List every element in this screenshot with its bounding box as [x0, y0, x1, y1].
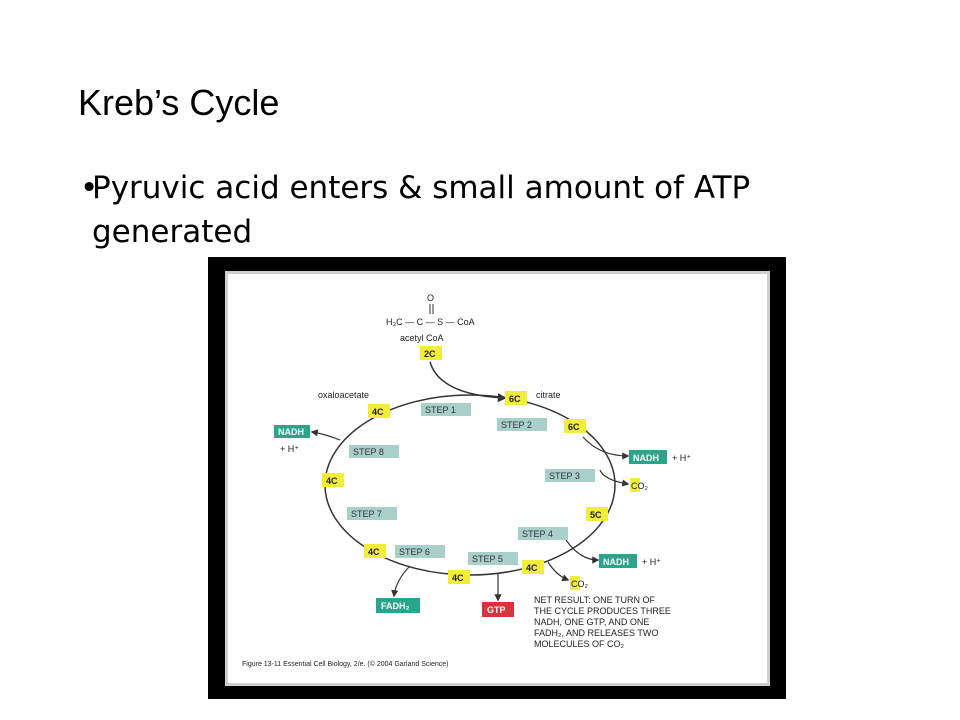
figure-caption: Figure 13-11 Essential Cell Biology, 2/e…: [242, 660, 448, 668]
svg-text:4C: 4C: [526, 563, 538, 573]
nadh-badge-right-2: NADH: [599, 554, 637, 568]
carbon-node-4c-oxaloacetate: 4C: [368, 404, 390, 418]
h-plus-right-1: + H⁺: [672, 453, 691, 463]
svg-text:NADH: NADH: [278, 427, 304, 437]
nadh-badge-left: NADH: [274, 425, 310, 438]
svg-text:6C: 6C: [509, 394, 521, 404]
step-6-label: STEP 6: [395, 545, 445, 558]
co2-arrow-2: [547, 561, 570, 582]
svg-text:STEP 4: STEP 4: [522, 529, 553, 539]
slide-title: Kreb’s Cycle: [78, 82, 280, 123]
bullet-item: • Pyruvic acid enters & small amount of …: [80, 166, 860, 254]
fadh2-badge: FADH₂: [376, 598, 420, 613]
carbon-node-4c-bottom: 4C: [448, 570, 470, 584]
carbon-node-2c: 2C: [420, 346, 442, 360]
h-plus-left: + H⁺: [280, 444, 299, 454]
carbon-node-4c-step6: 4C: [364, 544, 386, 558]
step-3-label: STEP 3: [545, 469, 595, 482]
svg-text:FADH₂: FADH₂: [381, 601, 410, 611]
carbon-node-5c: 5C: [586, 507, 608, 521]
nadh-arrow-1: [582, 436, 630, 460]
svg-text:STEP 7: STEP 7: [351, 509, 382, 519]
co2-marker-2: CO₂: [570, 576, 589, 590]
carbon-node-4c-left: 4C: [322, 473, 344, 487]
acetyl-entry-arrow: [429, 361, 507, 403]
gtp-badge: GTP: [482, 602, 514, 617]
svg-text:STEP 6: STEP 6: [399, 547, 430, 557]
svg-text:2C: 2C: [424, 349, 436, 359]
carbon-node-6c-isocitrate: 6C: [564, 419, 586, 433]
svg-text:5C: 5C: [590, 510, 602, 520]
svg-text:MOLECULES OF CO₂: MOLECULES OF CO₂: [534, 639, 625, 649]
step-5-label: STEP 5: [468, 552, 518, 565]
svg-text:6C: 6C: [568, 422, 580, 432]
co2-arrow-1: [599, 469, 630, 487]
svg-text:STEP 2: STEP 2: [501, 420, 532, 430]
acetyl-coa-label: acetyl CoA: [400, 333, 444, 343]
acetyl-formula: H₃C — C — S — CoA: [386, 317, 475, 327]
carbon-node-6c-citrate: 6C: [505, 391, 527, 405]
svg-text:STEP 1: STEP 1: [425, 405, 456, 415]
nadh-arrow-3: [310, 429, 341, 441]
svg-text:4C: 4C: [452, 573, 464, 583]
fadh2-arrow: [391, 565, 411, 598]
nadh-badge-right-1: NADH: [629, 450, 667, 464]
svg-text:STEP 5: STEP 5: [472, 554, 503, 564]
svg-text:NADH: NADH: [603, 557, 629, 567]
citrate-label: citrate: [536, 390, 561, 400]
svg-text:STEP 8: STEP 8: [353, 447, 384, 457]
h-plus-right-2: + H⁺: [642, 557, 661, 567]
step-4-label: STEP 4: [518, 527, 568, 540]
bullet-text: Pyruvic acid enters & small amount of AT…: [92, 170, 751, 250]
svg-text:4C: 4C: [368, 547, 380, 557]
svg-text:GTP: GTP: [487, 605, 506, 615]
step-1-label: STEP 1: [421, 403, 471, 416]
step-8-label: STEP 8: [349, 445, 399, 458]
step-2-label: STEP 2: [497, 418, 547, 431]
svg-text:STEP 3: STEP 3: [549, 471, 580, 481]
carbon-node-4c-step5: 4C: [522, 560, 544, 574]
step-7-label: STEP 7: [347, 507, 397, 520]
svg-text:THE CYCLE PRODUCES THREE: THE CYCLE PRODUCES THREE: [534, 606, 671, 616]
svg-text:NADH, ONE GTP, AND ONE: NADH, ONE GTP, AND ONE: [534, 617, 649, 627]
svg-text:FADH₂, AND RELEASES TWO: FADH₂, AND RELEASES TWO: [534, 628, 658, 638]
svg-text:NADH: NADH: [633, 453, 659, 463]
svg-text:CO₂: CO₂: [631, 481, 649, 491]
svg-text:CO₂: CO₂: [571, 579, 589, 589]
nadh-arrow-2: [565, 539, 600, 564]
svg-text:4C: 4C: [372, 407, 384, 417]
svg-text:4C: 4C: [326, 476, 338, 486]
co2-marker-1: CO₂: [630, 478, 649, 492]
svg-text:NET RESULT: ONE TURN OF: NET RESULT: ONE TURN OF: [534, 595, 656, 605]
acetyl-oxygen: O: [427, 293, 434, 303]
net-result-text: NET RESULT: ONE TURN OF THE CYCLE PRODUC…: [534, 595, 671, 649]
oxaloacetate-label: oxaloacetate: [318, 390, 369, 400]
